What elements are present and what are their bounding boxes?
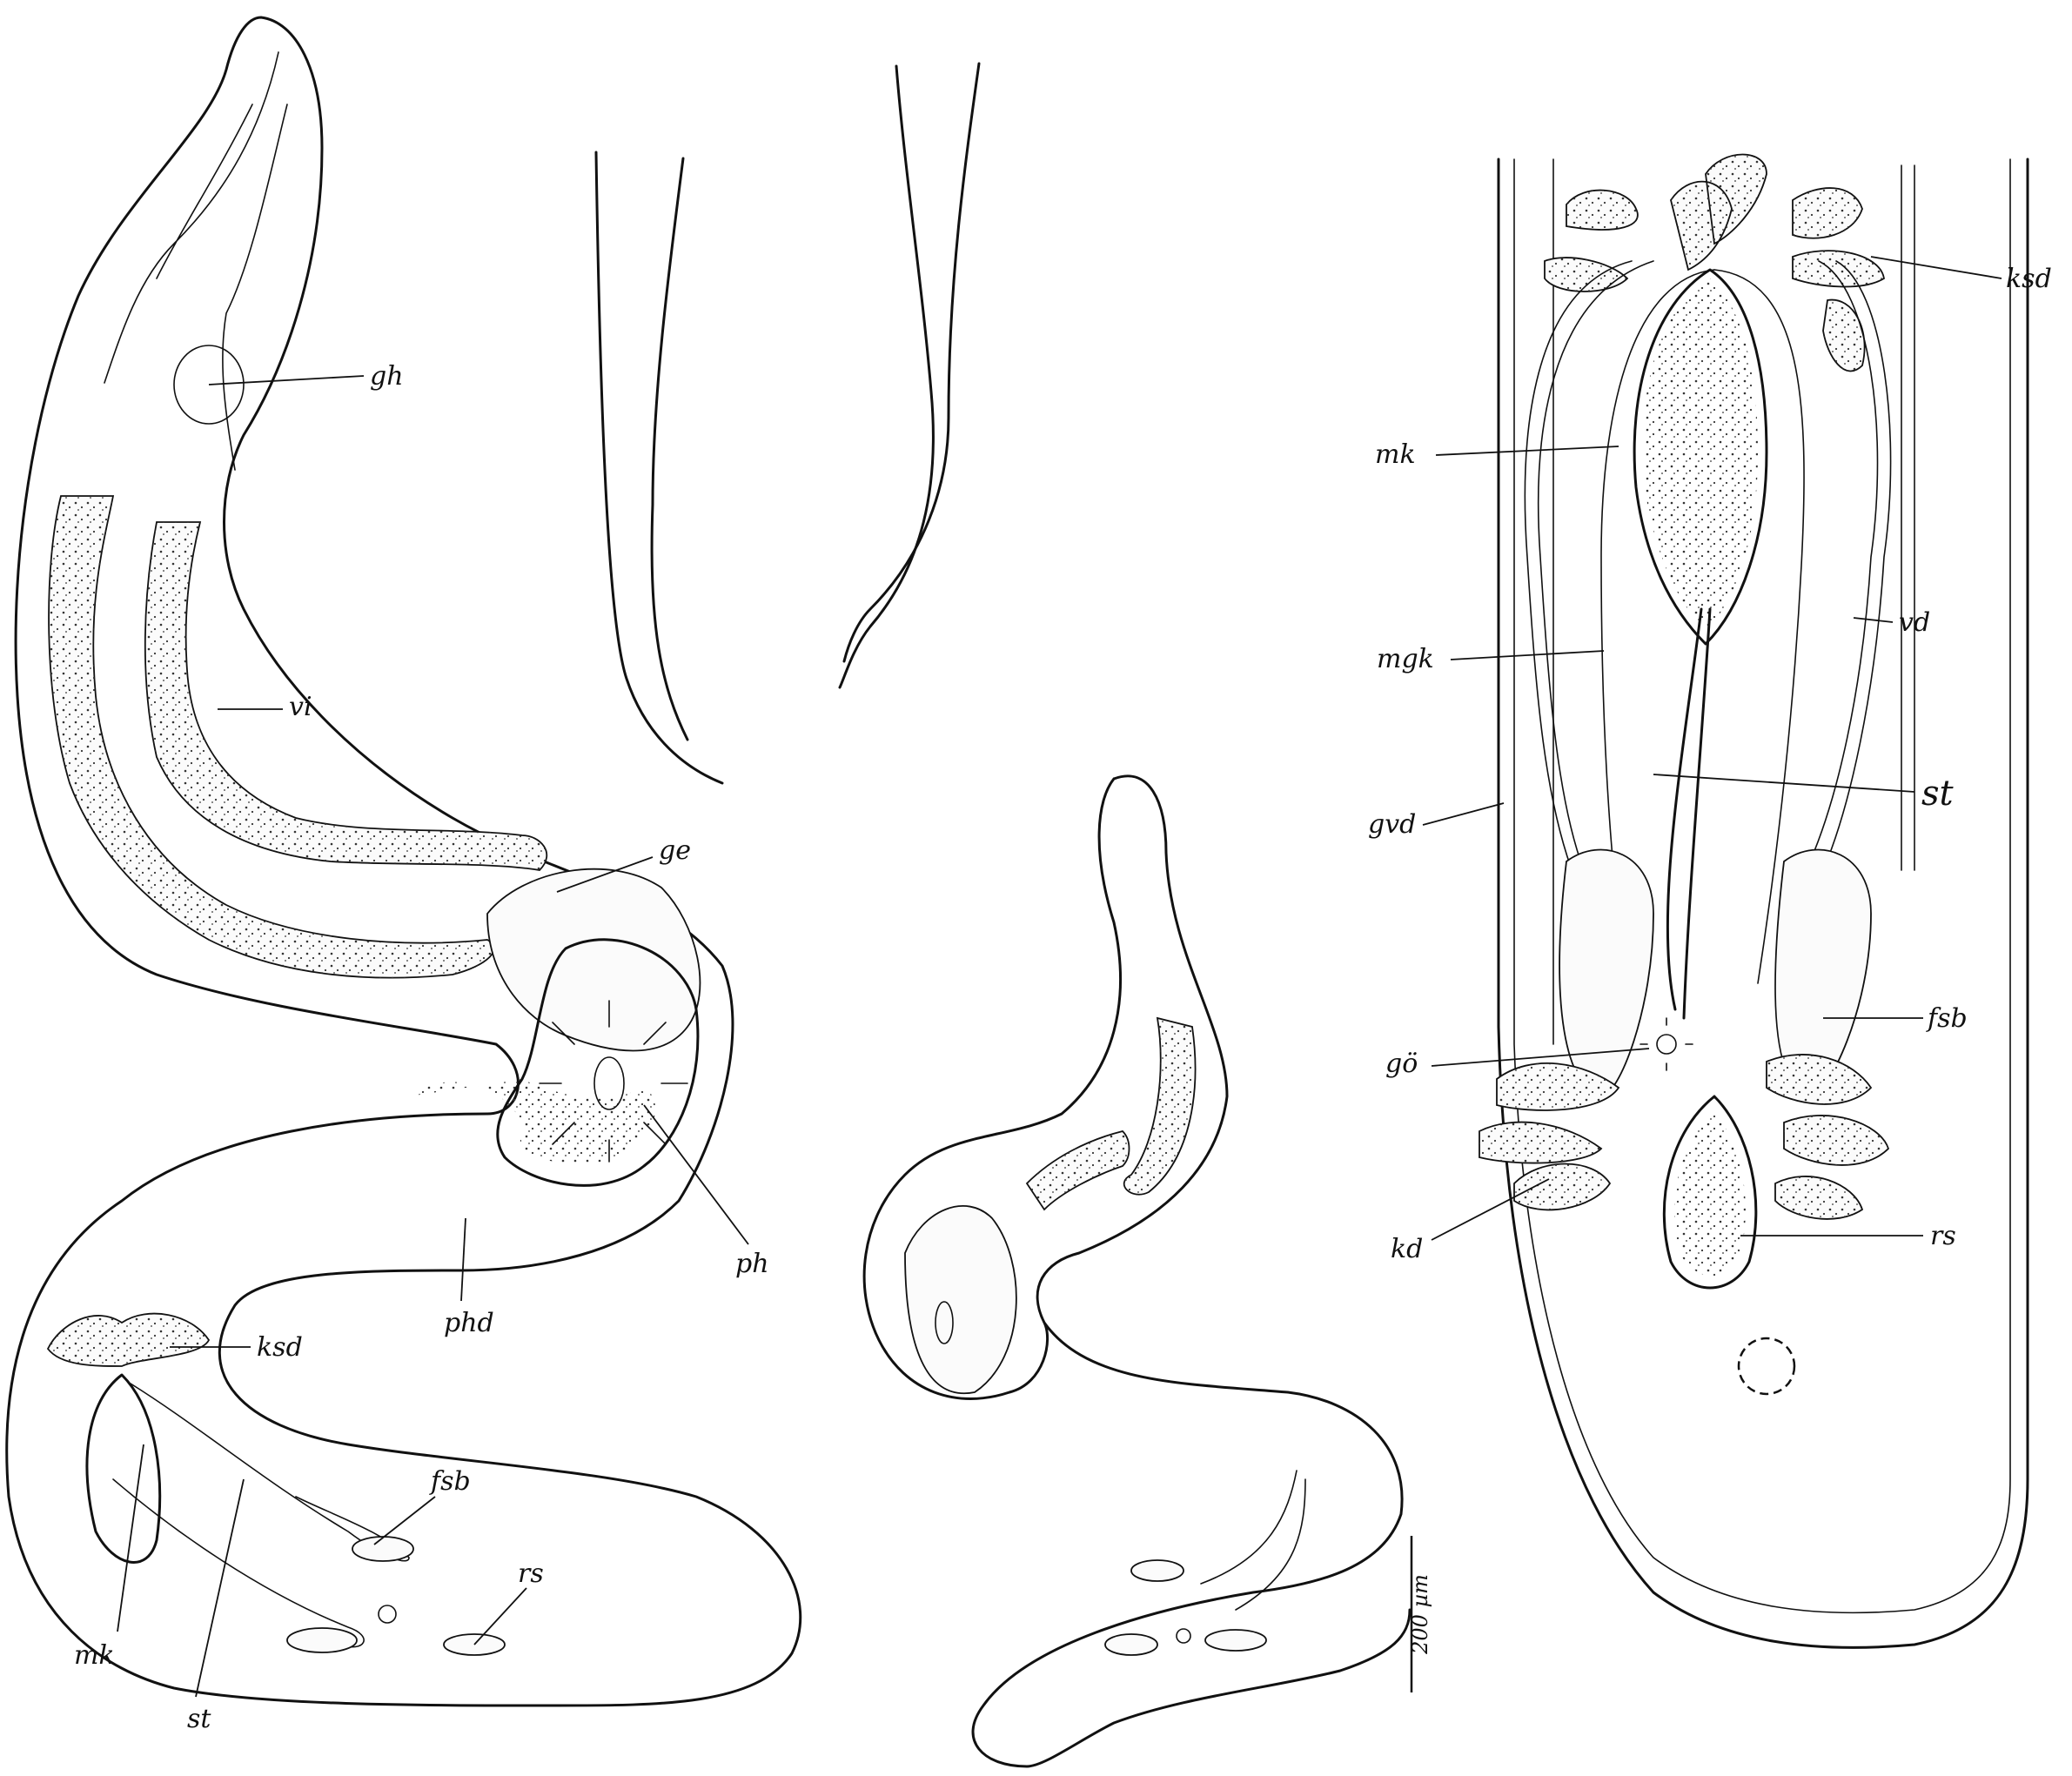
- label-vi: vi: [289, 692, 312, 722]
- figure-a-pharynx: [409, 868, 701, 1187]
- label-ksd-a: ksd: [257, 1332, 303, 1363]
- label-rs-d: rs: [1930, 1221, 1956, 1251]
- label-rs-a: rs: [518, 1558, 544, 1589]
- label-ksd-d: ksd: [2006, 264, 2052, 294]
- figure-a-brain: [173, 345, 245, 425]
- label-st-d: st: [1921, 774, 1955, 814]
- label-ge: ge: [659, 835, 691, 866]
- label-kd-d: kd: [1391, 1234, 1423, 1264]
- figure-a-labels: gh vi ge ph phd ksd fsb rs mk st: [74, 361, 769, 1734]
- figure-a-vitellaria: [48, 495, 548, 979]
- figure-d-dashed-circle: [1737, 1337, 1796, 1396]
- figure-b-tail-outline: [594, 62, 981, 785]
- scale-bar: 200 µm: [1408, 1536, 1432, 1692]
- figure-a-specimen: [5, 16, 802, 1707]
- label-vd-d: vd: [1899, 607, 1930, 638]
- figure-a-body-outline: [5, 16, 802, 1707]
- figure-d-labels: ksd mk vd mgk st gvd fsb gö kd rs: [1368, 264, 2052, 1264]
- figure-a-copulatory-organ: [46, 1312, 506, 1656]
- label-gvd-d: gvd: [1368, 809, 1416, 840]
- label-fsb-d: fsb: [1926, 1003, 1968, 1034]
- label-go-d: gö: [1385, 1049, 1418, 1079]
- figure-c-body-outline: [862, 774, 1412, 1768]
- label-mk-a: mk: [74, 1640, 115, 1671]
- figure-d-detail: [1479, 153, 2029, 1649]
- label-gh: gh: [370, 361, 404, 392]
- scale-bar-label: 200 µm: [1408, 1574, 1432, 1655]
- label-ph: ph: [735, 1249, 769, 1279]
- label-mk-d: mk: [1375, 439, 1416, 470]
- figure-d-genital-pore: [1656, 1034, 1677, 1055]
- figure-c-specimen: [862, 774, 1412, 1768]
- label-st-a: st: [187, 1704, 211, 1734]
- label-phd: phd: [444, 1308, 494, 1338]
- label-fsb-a: fsb: [429, 1466, 471, 1497]
- label-mgk-d: mgk: [1377, 644, 1434, 674]
- leader-lines: [117, 256, 2002, 1698]
